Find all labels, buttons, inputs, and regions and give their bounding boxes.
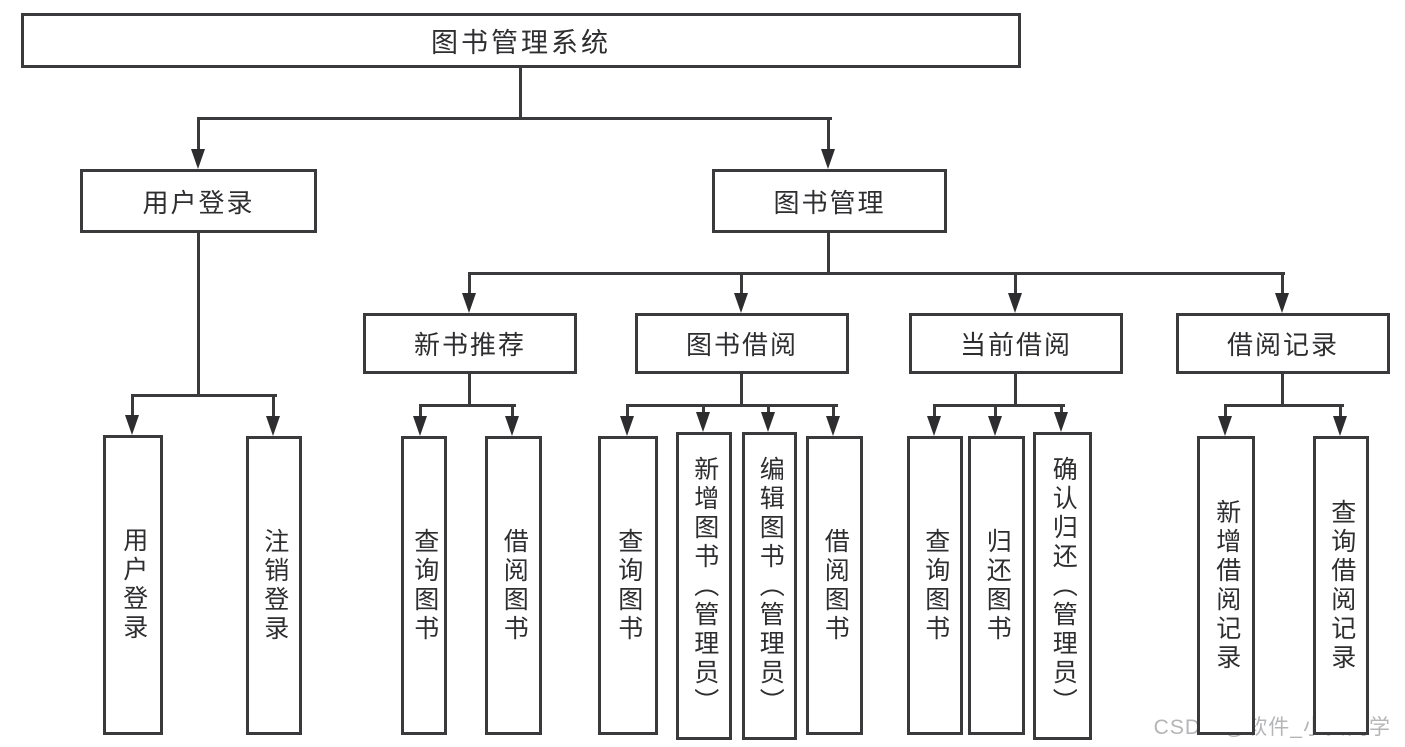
node-leaf-query-record: 查询借阅记录 bbox=[1313, 436, 1369, 735]
arrow-shaft bbox=[1339, 404, 1342, 418]
arrow-down-icon bbox=[1333, 416, 1347, 436]
connector-line bbox=[131, 394, 277, 397]
arrow-down-icon bbox=[125, 415, 139, 435]
node-book-borrow: 图书借阅 bbox=[635, 313, 849, 374]
arrow-shaft bbox=[1060, 404, 1063, 414]
arrow-down-icon bbox=[413, 416, 427, 436]
node-label: 查询图书 bbox=[614, 527, 643, 644]
node-borrow-records: 借阅记录 bbox=[1176, 313, 1390, 374]
node-current-borrow: 当前借阅 bbox=[909, 313, 1123, 374]
arrow-shaft bbox=[272, 394, 275, 418]
arrow-down-icon bbox=[1275, 293, 1289, 313]
node-label: 查询图书 bbox=[921, 527, 950, 644]
node-leaf-borrow-book-2: 借阅图书 bbox=[806, 436, 863, 735]
arrow-shaft bbox=[832, 404, 835, 418]
node-label: 用户登录 bbox=[119, 527, 148, 643]
arrow-down-icon bbox=[821, 149, 835, 169]
connector-line bbox=[1281, 374, 1284, 407]
arrow-shaft bbox=[994, 404, 997, 418]
arrow-down-icon bbox=[266, 416, 280, 436]
node-label: 借阅图书 bbox=[821, 527, 850, 644]
connector-line bbox=[419, 404, 516, 407]
arrow-down-icon bbox=[1218, 416, 1232, 436]
arrow-shaft bbox=[131, 394, 134, 417]
node-leaf-edit-book: 编辑图书（管理员） bbox=[742, 432, 797, 740]
arrow-down-icon bbox=[620, 416, 634, 436]
arrow-shaft bbox=[511, 404, 514, 418]
node-leaf-confirm-return: 确认归还（管理员） bbox=[1033, 432, 1092, 740]
connector-line bbox=[468, 374, 471, 407]
arrow-shaft bbox=[827, 117, 830, 151]
node-label: 注销登录 bbox=[260, 527, 289, 644]
arrow-down-icon bbox=[761, 412, 775, 432]
arrow-shaft bbox=[1014, 272, 1017, 295]
arrow-down-icon bbox=[734, 293, 748, 313]
connector-line bbox=[197, 117, 832, 120]
node-label: 编辑图书（管理员） bbox=[756, 455, 785, 717]
arrow-down-icon bbox=[505, 416, 519, 436]
arrow-down-icon bbox=[1008, 293, 1022, 313]
arrow-shaft bbox=[468, 272, 471, 295]
arrow-shaft bbox=[767, 404, 770, 414]
node-leaf-query-book-3: 查询图书 bbox=[907, 436, 963, 735]
arrow-down-icon bbox=[191, 149, 205, 169]
arrow-shaft bbox=[1224, 404, 1227, 418]
connector-line bbox=[468, 272, 1285, 275]
node-leaf-user-login: 用户登录 bbox=[103, 435, 163, 735]
arrow-down-icon bbox=[826, 416, 840, 436]
arrow-shaft bbox=[197, 117, 200, 151]
arrow-shaft bbox=[933, 404, 936, 418]
connector-line bbox=[626, 404, 838, 407]
connector-line bbox=[1014, 374, 1017, 407]
connector-line bbox=[197, 233, 200, 397]
node-leaf-borrow-book-1: 借阅图书 bbox=[485, 436, 542, 735]
node-label: 确认归还（管理员） bbox=[1049, 455, 1078, 717]
arrow-down-icon bbox=[1054, 412, 1068, 432]
arrow-shaft bbox=[740, 272, 743, 295]
connector-line bbox=[519, 68, 522, 119]
arrow-shaft bbox=[419, 404, 422, 418]
arrow-down-icon bbox=[927, 416, 941, 436]
node-label: 查询图书 bbox=[410, 527, 439, 644]
connector-line bbox=[1224, 404, 1344, 407]
node-label: 查询借阅记录 bbox=[1327, 498, 1356, 673]
node-label: 借阅图书 bbox=[500, 527, 529, 644]
connector-line bbox=[827, 233, 830, 275]
node-label: 归还图书 bbox=[983, 527, 1012, 644]
node-book-mgmt: 图书管理 bbox=[712, 169, 947, 233]
arrow-shaft bbox=[626, 404, 629, 418]
node-leaf-logout: 注销登录 bbox=[246, 436, 302, 735]
node-root: 图书管理系统 bbox=[21, 13, 1021, 68]
arrow-shaft bbox=[1281, 272, 1284, 295]
node-leaf-query-book-2: 查询图书 bbox=[598, 436, 658, 735]
node-leaf-return-book: 归还图书 bbox=[968, 436, 1025, 735]
node-label: 新增借阅记录 bbox=[1212, 498, 1241, 673]
arrow-shaft bbox=[702, 404, 705, 414]
node-leaf-add-record: 新增借阅记录 bbox=[1197, 436, 1255, 735]
node-new-book-rec: 新书推荐 bbox=[363, 313, 577, 374]
connector-line bbox=[740, 374, 743, 407]
arrow-down-icon bbox=[696, 412, 710, 432]
arrow-down-icon bbox=[462, 293, 476, 313]
arrow-down-icon bbox=[988, 416, 1002, 436]
node-label: 新增图书（管理员） bbox=[690, 455, 719, 717]
node-user-login: 用户登录 bbox=[80, 169, 317, 233]
connector-line bbox=[933, 404, 1065, 407]
node-leaf-add-book: 新增图书（管理员） bbox=[676, 432, 732, 740]
node-leaf-query-book-1: 查询图书 bbox=[401, 436, 447, 735]
